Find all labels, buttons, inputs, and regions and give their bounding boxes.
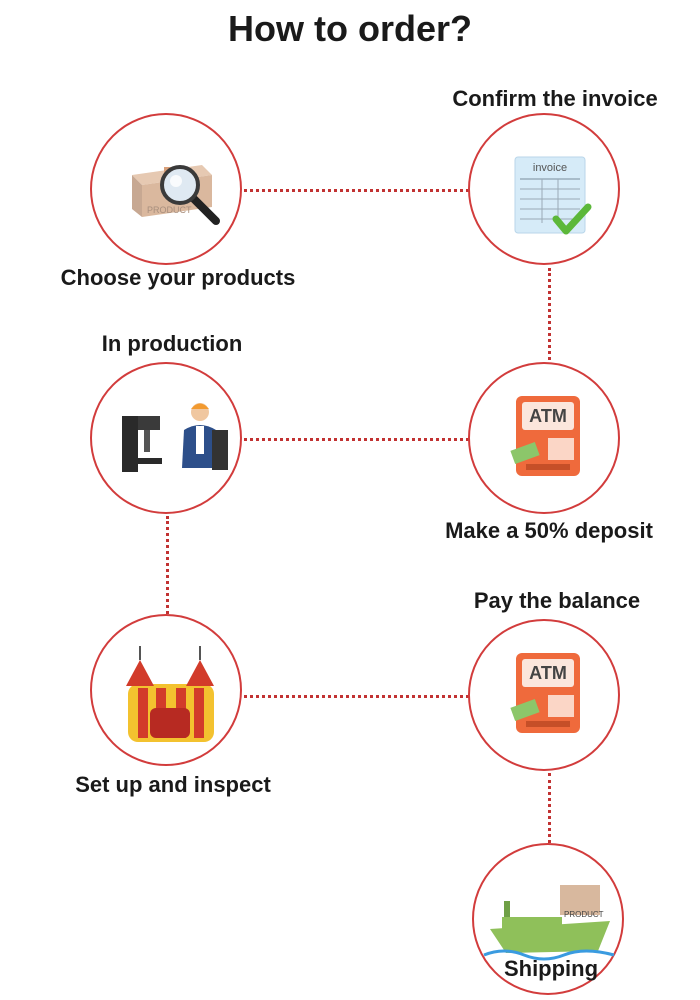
step-in-production [90, 362, 242, 514]
step-label-choose-products: Choose your products [60, 265, 296, 290]
page-title: How to order? [228, 8, 472, 49]
connector-3-4 [244, 438, 469, 441]
connector-2-3 [548, 268, 551, 360]
step-pay-balance: ATM [468, 619, 620, 771]
svg-text:ATM: ATM [529, 663, 567, 683]
connector-1-2 [244, 189, 469, 192]
cargo-ship-icon: PRODUCT [483, 885, 615, 961]
invoice-check-icon: invoice [514, 156, 592, 235]
svg-text:invoice: invoice [533, 162, 567, 174]
product-search-icon: PRODUCT [132, 165, 220, 225]
connector-4-5 [166, 516, 169, 614]
step-confirm-invoice: invoice [468, 113, 620, 265]
step-label-confirm-invoice: Confirm the invoice [452, 86, 658, 111]
step-label-shipping: Shipping [503, 956, 599, 981]
connector-6-7 [548, 773, 551, 843]
step-label-pay-balance: Pay the balance [473, 588, 641, 613]
svg-text:PRODUCT: PRODUCT [147, 205, 192, 215]
atm-icon: ATM [510, 396, 580, 476]
atm-icon: ATM [510, 653, 580, 733]
connector-5-6 [244, 695, 469, 698]
step-shipping: PRODUCT [472, 843, 624, 995]
bounce-castle-icon [126, 646, 214, 742]
factory-worker-icon [122, 403, 228, 472]
step-set-up-inspect [90, 614, 242, 766]
step-label-set-up-inspect: Set up and inspect [75, 772, 271, 797]
svg-text:ATM: ATM [529, 406, 567, 426]
step-choose-products: PRODUCT [90, 113, 242, 265]
step-make-deposit: ATM [468, 362, 620, 514]
step-label-in-production: In production [101, 331, 243, 356]
step-label-make-deposit: Make a 50% deposit [445, 518, 653, 543]
svg-text:PRODUCT: PRODUCT [564, 910, 604, 919]
